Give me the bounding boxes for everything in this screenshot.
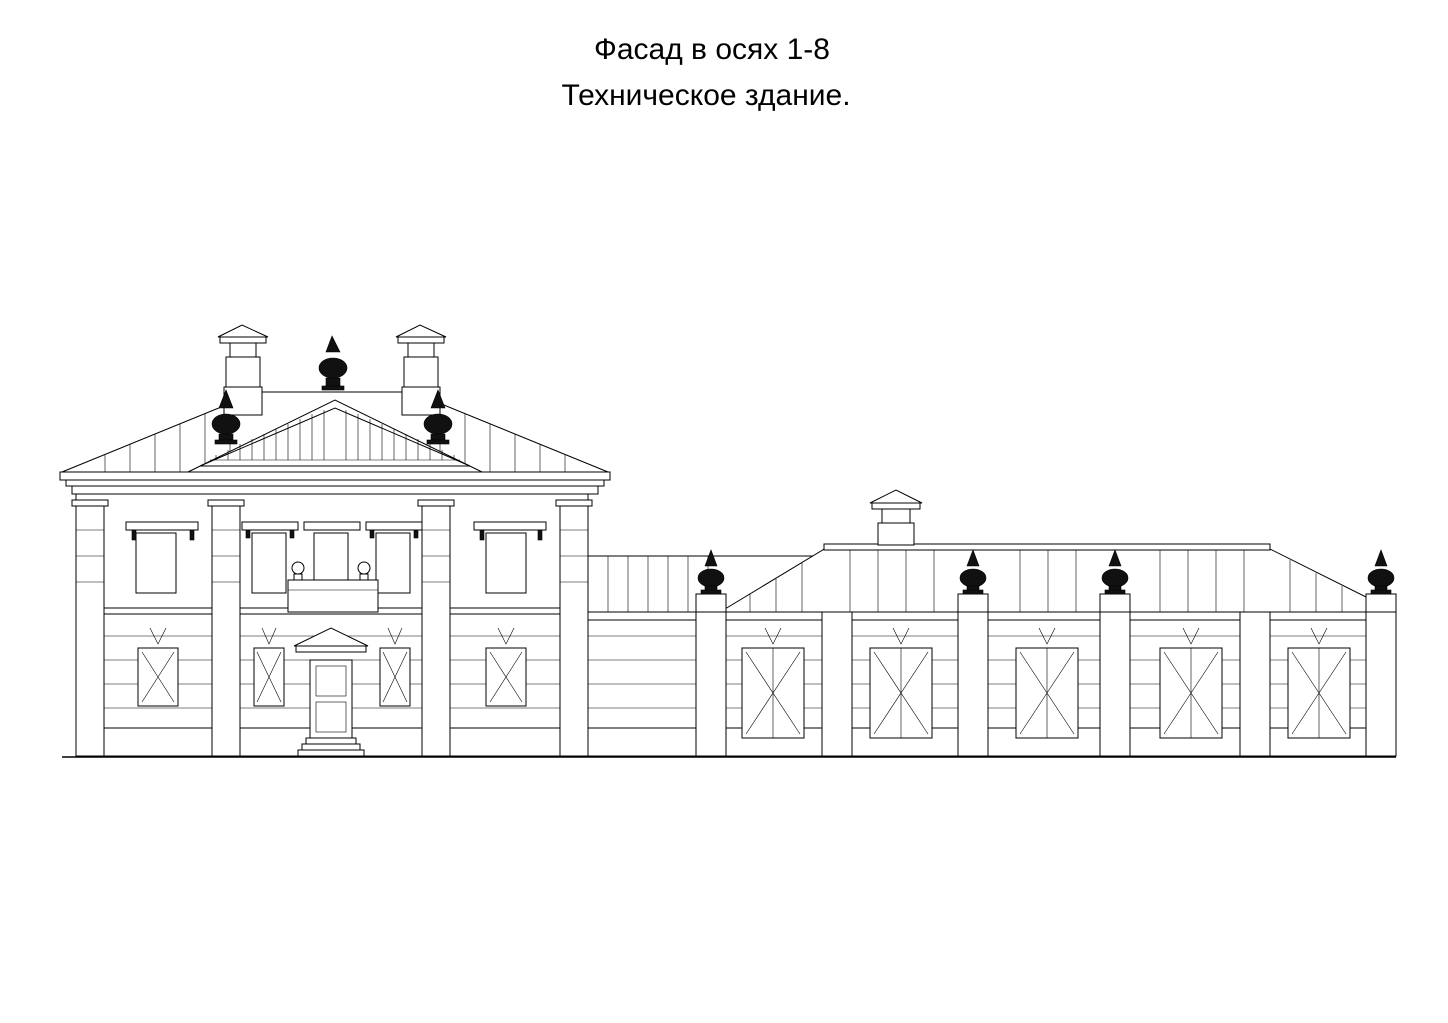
main-block [59, 324, 663, 757]
wing-roof-main [718, 547, 1397, 613]
wing-piers [695, 611, 1397, 757]
urn-left [211, 389, 241, 445]
wing-vent [869, 489, 923, 546]
drawing-title: Фасад в осях 1-8 [594, 33, 830, 66]
main-vent-right [395, 324, 447, 416]
main-cornice [59, 471, 611, 481]
urn-right [423, 389, 453, 445]
main-vent-left [217, 324, 269, 416]
wing-gates [741, 627, 1351, 739]
entrance-door [293, 627, 369, 757]
drawing-subtitle: Техническое здание. [561, 79, 851, 112]
ground-windows [137, 627, 663, 707]
pediment-dentils [215, 410, 455, 460]
upper-windows [125, 521, 547, 594]
wing-urn-4 [1367, 549, 1395, 595]
main-pilasters [71, 499, 593, 757]
main-pediment [187, 399, 483, 473]
wing-block [587, 489, 1397, 757]
wing-roof-seams [607, 550, 1343, 612]
urn-top [318, 335, 348, 391]
balcony [287, 561, 379, 613]
wing-urn-1 [697, 549, 725, 595]
wing-urn-2 [959, 549, 987, 595]
wing-pedestals [695, 593, 1397, 613]
wing-urn-3 [1101, 549, 1129, 595]
main-roof-seams [104, 403, 566, 472]
